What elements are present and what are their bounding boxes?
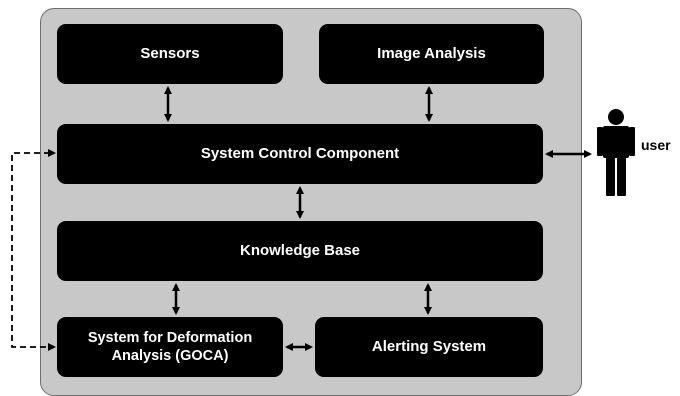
image-analysis-label: Image Analysis: [377, 45, 486, 62]
alerting-system-label: Alerting System: [371, 338, 487, 355]
dashed-feedback-line: [11, 152, 50, 348]
dashed-arrowhead-top: [48, 149, 56, 157]
image-analysis-box: Image Analysis: [319, 24, 544, 84]
system-control-box: System Control Component: [57, 124, 543, 184]
sensors-box: Sensors: [57, 24, 283, 84]
deformation-analysis-box: System for Deformation Analysis (GOCA): [57, 317, 283, 377]
system-control-label: System Control Component: [200, 145, 400, 162]
alerting-system-box: Alerting System: [315, 317, 543, 377]
dashed-arrowhead-bottom: [48, 343, 56, 351]
knowledge-base-label: Knowledge Base: [239, 242, 361, 259]
user-label: user: [641, 137, 671, 153]
deformation-analysis-label: System for Deformation Analysis (GOCA): [87, 330, 253, 364]
person-icon: [597, 109, 635, 196]
knowledge-base-box: Knowledge Base: [57, 221, 543, 281]
sensors-label: Sensors: [140, 45, 200, 62]
